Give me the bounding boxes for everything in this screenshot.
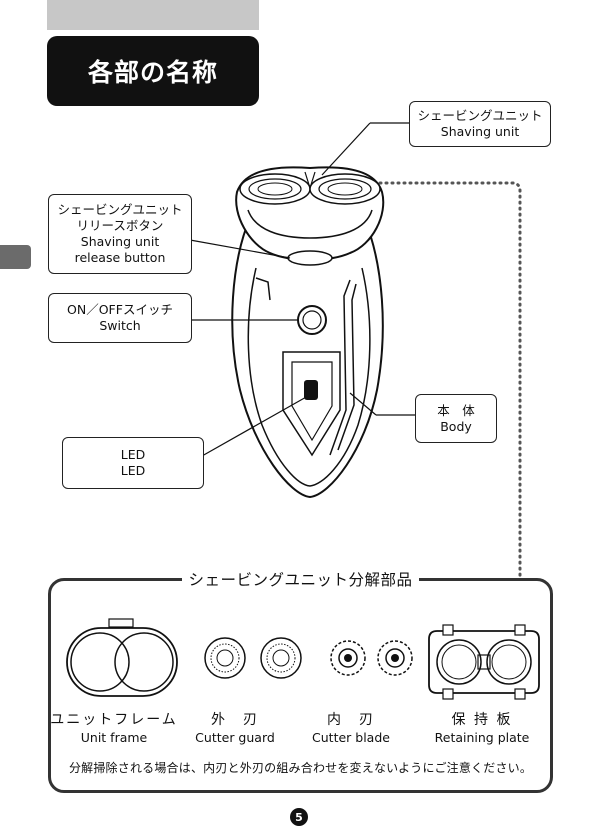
label-body: 本 体 Body xyxy=(415,394,497,443)
part-caption-en: Cutter blade xyxy=(312,730,390,745)
part-caption-jp: 保 持 板 xyxy=(451,712,513,728)
label-led-en: LED xyxy=(120,463,146,478)
parts-heading-text: シェービングユニット分解部品 xyxy=(182,571,419,589)
release-button-shape xyxy=(287,250,333,266)
disassembly-parts-box: シェービングユニット分解部品 xyxy=(48,571,553,793)
label-release-button: シェービングユニット リリースボタン Shaving unit release … xyxy=(48,194,192,274)
part-caption-cutter-blade: 内 刃 Cutter blade xyxy=(281,712,421,746)
shaver-body-inner-line xyxy=(247,267,371,487)
part-caption-retaining-plate: 保 持 板 Retaining plate xyxy=(412,712,552,746)
cutter-guard-drawing xyxy=(204,637,302,679)
part-caption-unit-frame: ユニットフレーム Unit frame xyxy=(44,712,184,746)
label-shaving-unit-en: Shaving unit xyxy=(440,124,520,139)
label-body-en: Body xyxy=(440,418,472,434)
label-shaving-unit: シェービングユニット Shaving unit xyxy=(409,101,551,147)
header-tab xyxy=(47,0,259,30)
dotted-connector xyxy=(378,181,522,580)
part-caption-en: Unit frame xyxy=(80,730,148,745)
parts-heading: シェービングユニット分解部品 xyxy=(51,568,550,590)
section-tab-marker xyxy=(0,245,31,269)
unit-frame-drawing xyxy=(66,618,178,697)
page-number: 5 xyxy=(290,808,308,826)
led-indicator-shape xyxy=(304,380,318,400)
cleaning-note: 分解掃除される場合は、内刃と外刃の組み合わせを変えないようにご注意ください。 xyxy=(68,761,533,775)
part-caption-jp: 外 刃 xyxy=(211,712,259,728)
power-switch-shape xyxy=(297,305,327,335)
part-caption-en: Retaining plate xyxy=(434,730,530,745)
label-shaving-unit-jp: シェービングユニット xyxy=(417,108,543,123)
part-caption-jp: ユニットフレーム xyxy=(50,712,178,728)
part-caption-jp: 内 刃 xyxy=(327,712,375,728)
label-switch: ON／OFFスイッチ Switch xyxy=(48,293,192,343)
label-release-jp2: リリースボタン xyxy=(76,218,164,233)
page-title: 各部の名称 xyxy=(47,36,259,106)
part-caption-cutter-guard: 外 刃 Cutter guard xyxy=(165,712,305,746)
parts-illustrations xyxy=(66,618,540,700)
label-body-jp: 本 体 xyxy=(437,402,475,418)
part-caption-en: Cutter guard xyxy=(195,730,275,745)
label-led: LED LED xyxy=(62,437,204,489)
label-release-en2: release button xyxy=(74,250,166,265)
label-switch-en: Switch xyxy=(99,318,141,333)
label-release-jp1: シェービングユニット xyxy=(57,202,183,217)
label-switch-jp: ON／OFFスイッチ xyxy=(67,302,173,317)
label-led-jp: LED xyxy=(120,447,146,462)
label-release-en1: Shaving unit xyxy=(80,234,160,249)
retaining-plate-drawing xyxy=(428,624,540,700)
cutter-blade-drawing xyxy=(330,640,413,676)
